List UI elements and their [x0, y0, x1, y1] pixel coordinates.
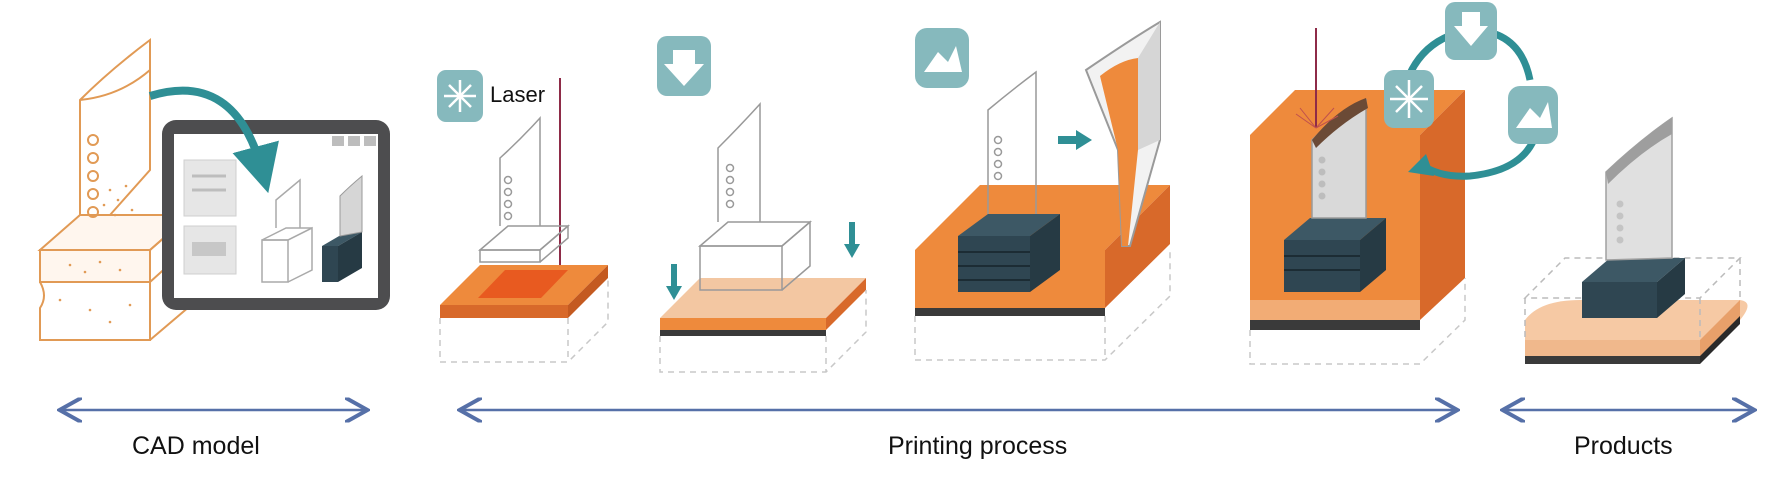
- cad-monitor: [162, 120, 390, 310]
- lowering-stage: [657, 36, 867, 373]
- cycle-powder-icon: [1508, 86, 1558, 144]
- cad-model-stage: [37, 37, 390, 341]
- printing-process-label: Printing process: [888, 432, 1068, 460]
- laser-icon: [437, 70, 483, 122]
- cad-transfer-arrow: [148, 86, 279, 194]
- down-arrow-icon: [657, 36, 711, 96]
- laser-label: Laser: [490, 82, 546, 107]
- powder-icon: [915, 28, 969, 88]
- cycle-laser-icon: [1384, 70, 1434, 128]
- cycle-stage: [1249, 2, 1558, 365]
- cycle-down-arrow-icon: [1445, 2, 1497, 60]
- powder-stage: [914, 20, 1171, 361]
- products-label: Products: [1574, 432, 1673, 460]
- laser-stage: [437, 70, 609, 363]
- cad-model-label: CAD model: [132, 432, 260, 460]
- cad-wireframe-part: [37, 37, 193, 341]
- product-stage: [1523, 116, 1748, 364]
